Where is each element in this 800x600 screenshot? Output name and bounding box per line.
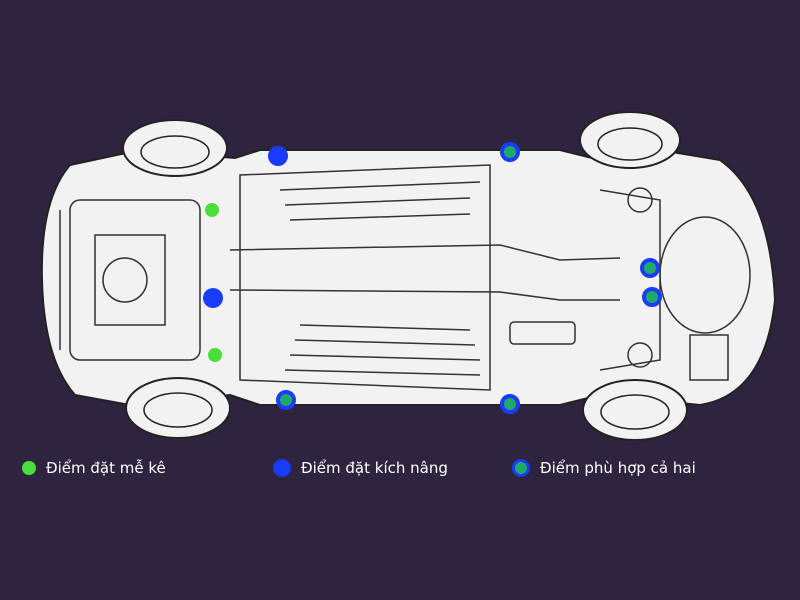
legend-jack-dot [273,459,291,477]
rear-right-both-point [500,394,520,414]
wheel-front-bottom [125,377,231,439]
car-body [40,111,777,441]
rear-lower-both-point [642,287,662,307]
front-right-both-point [276,390,296,410]
front-center-jack-point [203,288,223,308]
lifting-points [203,142,662,414]
underbody-details [59,164,751,391]
legend-support-dot [22,461,36,475]
legend-both: Điểm phù hợp cả hai [512,456,696,480]
front-upper-support-point [205,203,219,217]
legend-support-label: Điểm đặt mễ kê [46,459,166,477]
legend-support: Điểm đặt mễ kê [22,456,166,480]
rear-upper-both-point [640,258,660,278]
legend-both-dot [512,459,530,477]
car-outline [40,148,777,407]
wheel-rear-bottom [582,379,688,441]
rear-left-both-point [500,142,520,162]
legend-jack: Điểm đặt kích nâng [273,456,448,480]
legend-both-label: Điểm phù hợp cả hai [540,459,696,477]
legend-jack-label: Điểm đặt kích nâng [301,459,448,477]
front-left-jack-point [268,146,288,166]
front-lower-support-point [208,348,222,362]
